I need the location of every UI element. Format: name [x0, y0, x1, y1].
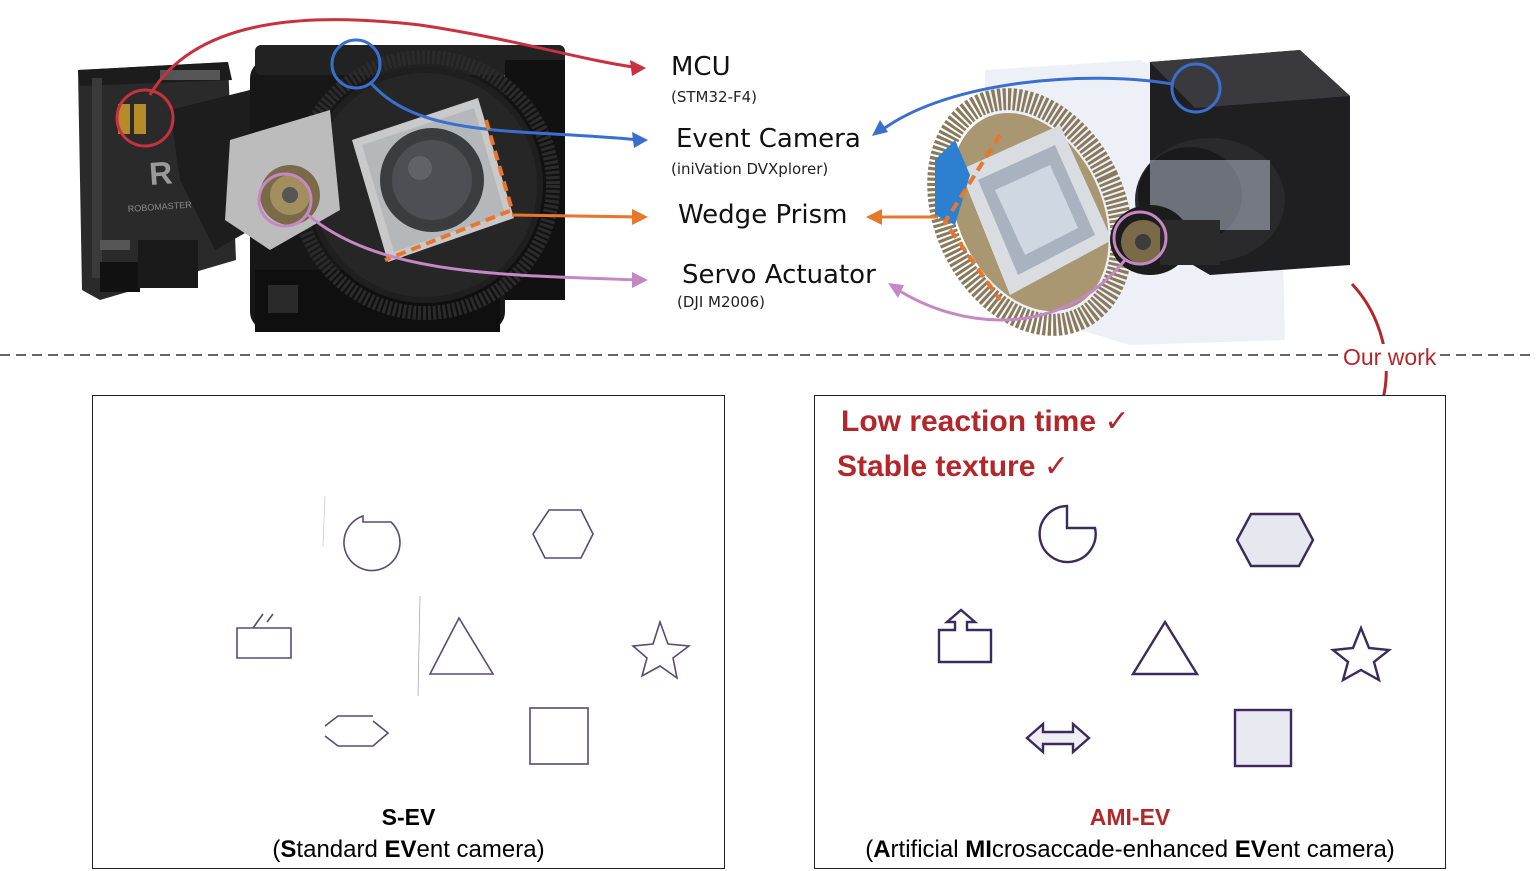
amiev-square-shape	[1233, 708, 1293, 768]
amiev-title: AMI-EV	[1089, 804, 1171, 830]
amiev-part-0: (	[865, 836, 874, 863]
amiev-part-6: ent camera)	[1266, 836, 1395, 863]
servo-connector	[257, 172, 1168, 322]
sev-star-shape	[631, 619, 692, 680]
badge-stable-texture: Stable texture ✓	[837, 449, 1069, 484]
sev-square-shape	[529, 707, 589, 765]
amiev-triangle-shape	[1130, 619, 1200, 676]
amiev-part-1: A	[873, 836, 891, 863]
sev-part-3: EV	[384, 836, 417, 863]
sev-house-shape	[236, 613, 292, 659]
sev-part-4: ent camera)	[416, 836, 545, 863]
badge-low-reaction-time-text: Low reaction time	[841, 405, 1097, 438]
svg-text:R: R	[148, 154, 174, 192]
sev-part-1: S	[280, 836, 297, 863]
wedge-prism-label: Wedge Prism	[678, 200, 848, 230]
amiev-part-4: crosaccade-enhanced	[991, 836, 1235, 863]
mcu-label: MCU	[671, 52, 731, 82]
sev-event-shapes	[236, 495, 692, 765]
our-work-label: Our work	[1340, 344, 1440, 371]
prism-connector	[384, 119, 1002, 302]
pcb-brand-text: ROBOMASTER	[127, 200, 192, 214]
check-icon: ✓	[1043, 450, 1069, 483]
sev-triangle-shape	[428, 616, 495, 675]
prism-frame-right	[960, 125, 1112, 295]
sev-pacman-shape	[343, 514, 401, 572]
sev-title: S-EV	[381, 804, 436, 830]
sev-arrow-shape	[324, 715, 390, 747]
amiev-part-3: MI	[965, 836, 992, 863]
sev-caption: (Standard EVent camera)	[93, 836, 724, 864]
servo-actuator-model: (DJI M2006)	[677, 293, 765, 311]
amiev-house-shape	[937, 608, 993, 664]
sev-panel: S-EV (Standard EVent camera)	[92, 395, 725, 869]
amiev-panel: Low reaction time ✓ Stable texture ✓ AMI…	[814, 395, 1446, 869]
mcu-model: (STM32-F4)	[671, 88, 758, 106]
servo-actuator-label: Servo Actuator	[682, 260, 876, 290]
event-camera-label: Event Camera	[676, 124, 861, 154]
badge-stable-texture-text: Stable texture	[837, 450, 1036, 483]
servo-right	[1110, 205, 1220, 275]
amiev-pacman-shape	[1038, 504, 1097, 564]
cad-render-right	[927, 50, 1350, 345]
amiev-hexagon-shape	[1235, 512, 1315, 568]
badge-low-reaction-time: Low reaction time ✓	[841, 404, 1130, 439]
amiev-star-shape	[1329, 624, 1393, 683]
sev-part-0: (	[272, 836, 281, 863]
mcu-connector	[115, 18, 646, 148]
amiev-event-shapes	[937, 504, 1393, 768]
check-icon: ✓	[1104, 405, 1130, 438]
amiev-caption: (Artificial MIcrosaccade-enhanced EVent …	[815, 836, 1445, 864]
camera-connector	[330, 38, 1222, 148]
hardware-photo-left: R ROBOMASTER	[78, 45, 565, 332]
blue-bracket	[935, 140, 970, 225]
event-camera-model: (iniVation DVXplorer)	[671, 160, 829, 178]
amiev-arrow-shape	[1025, 721, 1091, 755]
prism-holder	[352, 98, 514, 262]
servo-left	[225, 110, 340, 250]
amiev-part-2: rtificial	[890, 836, 966, 863]
sev-part-2: tandard	[296, 836, 385, 863]
sev-hexagon-shape	[532, 509, 594, 559]
amiev-part-5: EV	[1234, 836, 1267, 863]
